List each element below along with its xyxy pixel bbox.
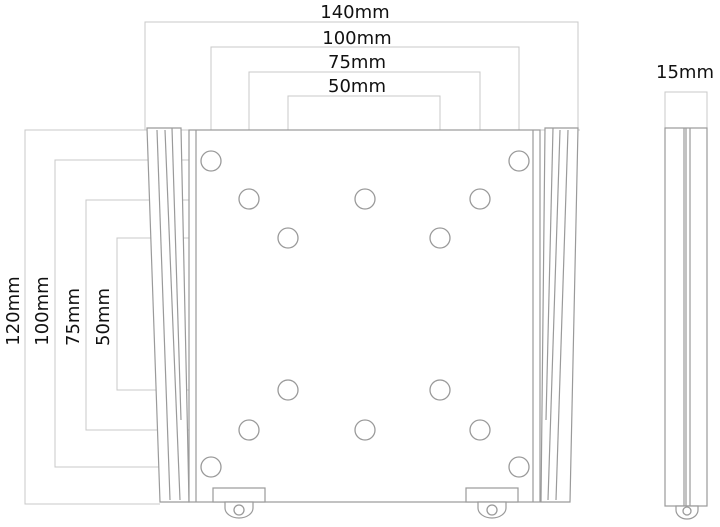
dim-line-100-v [54, 159, 195, 468]
hole-75-top-right [469, 188, 491, 210]
hole-100-top-left [200, 150, 222, 172]
hole-50-top-right [429, 227, 451, 249]
dim-line-140 [144, 21, 579, 130]
left-latch [212, 487, 266, 519]
hole-100-bottom-right [508, 456, 530, 478]
hole-center-bottom [354, 419, 376, 441]
label-width-75: 75mm [328, 52, 386, 73]
dim-line-15 [664, 91, 708, 130]
label-width-140: 140mm [320, 2, 389, 23]
right-latch [465, 487, 519, 519]
label-width-100: 100mm [322, 28, 391, 49]
mounting-plate [188, 129, 541, 503]
dim-line-100 [210, 46, 520, 160]
hole-100-top-right [508, 150, 530, 172]
right-arm [540, 127, 579, 503]
bracket-side-view [664, 127, 708, 520]
hole-75-top-left [238, 188, 260, 210]
hole-50-top-left [277, 227, 299, 249]
label-depth-15: 15mm [656, 62, 714, 83]
label-height-100: 100mm [32, 276, 53, 345]
label-height-50: 50mm [93, 288, 114, 346]
hole-75-bottom-left [238, 419, 260, 441]
label-width-50: 50mm [328, 76, 386, 97]
label-height-75: 75mm [63, 288, 84, 346]
dimension-labels: 140mm 100mm 75mm 50mm 15mm 120mm 100mm 7… [3, 2, 714, 346]
hole-50-bottom-right [429, 379, 451, 401]
label-height-120: 120mm [3, 276, 24, 345]
hole-75-bottom-right [469, 419, 491, 441]
hole-50-bottom-left [277, 379, 299, 401]
mounting-holes [200, 150, 530, 478]
hole-100-bottom-left [200, 456, 222, 478]
hole-center-top [354, 188, 376, 210]
